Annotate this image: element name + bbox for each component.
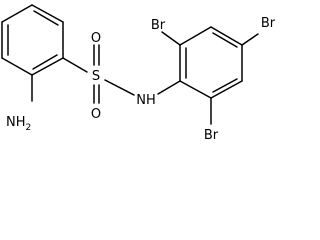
bond-ring-to-sulfur [62,57,88,73]
bromine-top-right-label: Br [261,16,276,31]
bond-nh-to-ring [157,80,181,95]
double-bond-inner [32,54,58,70]
double-bond-inner [212,32,238,48]
double-bond-inner [212,78,238,93]
bond [1,57,33,76]
structure-diagram: NH2 S O O NH Br Br Br [1,4,276,143]
right-benzene-ring [179,26,243,99]
bond [179,80,212,99]
chemical-structure: NH2 S O O NH Br Br Br [1,4,276,143]
sulfur-label: S [92,69,100,84]
bond-to-bromine-top-left [161,31,181,46]
bond [31,4,64,23]
oxygen-top-label: O [91,31,101,46]
double-bond-inner [33,10,59,26]
bond [31,57,64,76]
bond-to-bromine-top-right [241,33,259,46]
oxygen-bottom-label: O [91,107,101,122]
bond [179,26,212,46]
nh-label: NH [136,93,156,108]
amine-label: NH2 [6,115,31,133]
left-benzene-ring [1,4,64,76]
bond [1,4,33,23]
bromine-top-left-label: Br [151,18,166,33]
bond [210,26,243,46]
bond-sulfur-to-nh [104,79,135,96]
bromine-bottom-label: Br [204,128,219,143]
bond [210,80,243,99]
